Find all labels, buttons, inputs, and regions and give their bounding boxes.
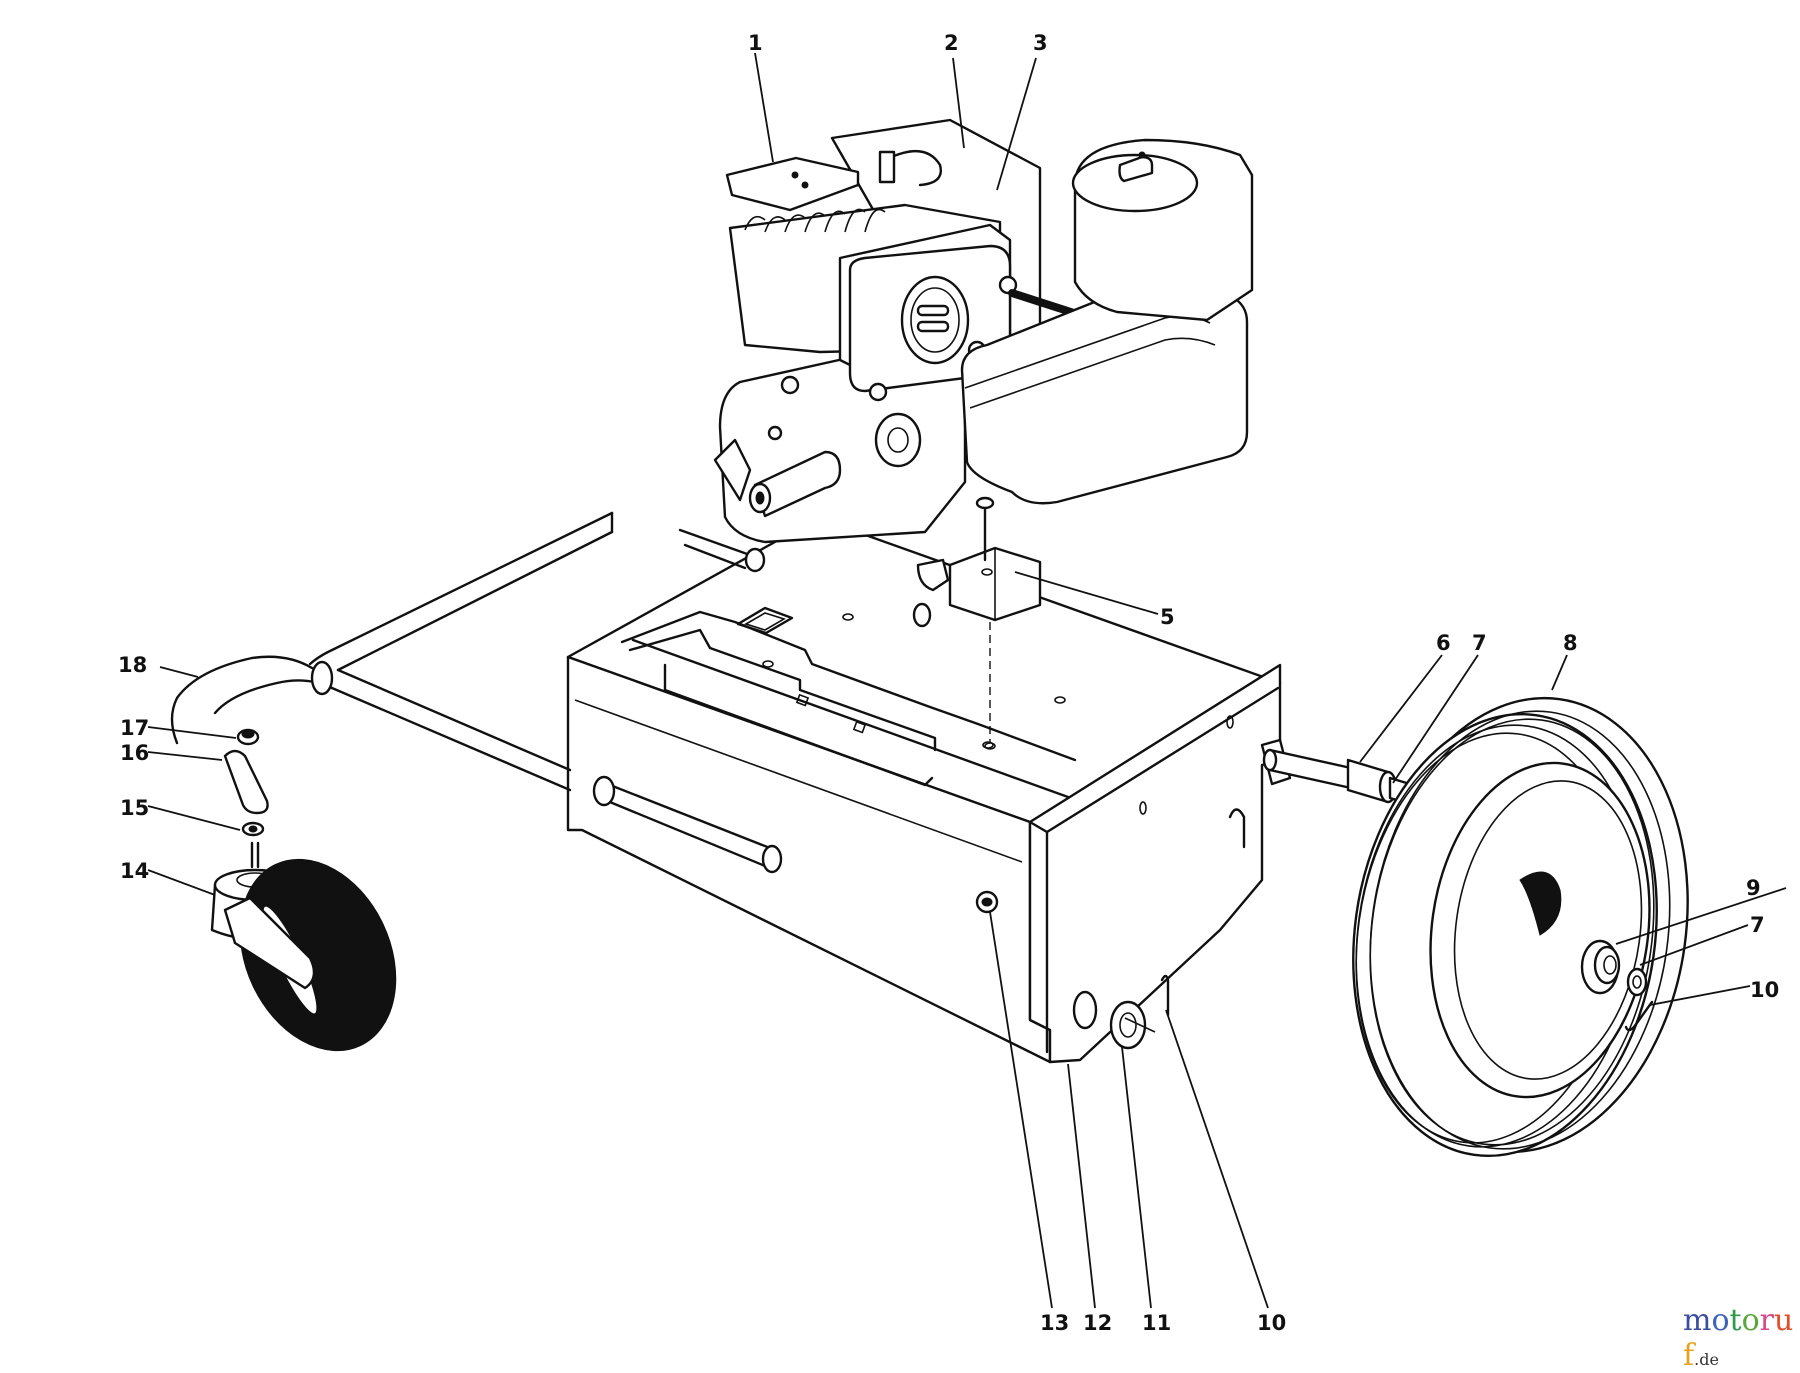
motoruf-watermark: motoru f.de <box>1683 1303 1800 1373</box>
callout-10-wheel: 10 <box>1750 978 1779 1002</box>
callout-15: 15 <box>120 796 149 820</box>
watermark-letter: r <box>1759 1303 1774 1338</box>
caster-part <box>210 728 397 1052</box>
callout-14: 14 <box>120 859 149 883</box>
watermark-letter: f <box>1683 1338 1695 1373</box>
callout-labels: 1 2 3 5 6 7 8 9 7 10 18 17 16 15 14 13 1… <box>118 31 1779 1335</box>
callout-9: 9 <box>1746 876 1761 900</box>
callout-16: 16 <box>120 741 149 765</box>
callout-8: 8 <box>1563 631 1578 655</box>
callout-13: 13 <box>1040 1311 1069 1335</box>
callout-7-outer: 7 <box>1750 913 1765 937</box>
callout-2: 2 <box>944 31 959 55</box>
tow-bar-part <box>170 511 614 792</box>
callout-11: 11 <box>1142 1311 1171 1335</box>
small-hardware <box>975 890 1170 1050</box>
callout-17: 17 <box>120 716 149 740</box>
callout-7-axle: 7 <box>1472 631 1487 655</box>
wheel-part <box>1352 696 1689 1158</box>
callout-1: 1 <box>748 31 763 55</box>
watermark-letter: t <box>1729 1303 1742 1338</box>
leader-lines <box>147 52 1787 1309</box>
engine-part <box>678 118 1254 750</box>
watermark-letter: m <box>1683 1303 1712 1338</box>
callout-12: 12 <box>1083 1311 1112 1335</box>
callout-10-frame: 10 <box>1257 1311 1286 1335</box>
callout-5: 5 <box>1160 605 1175 629</box>
callout-18: 18 <box>118 653 147 677</box>
watermark-tld: .de <box>1694 1350 1719 1369</box>
callout-6: 6 <box>1436 631 1451 655</box>
watermark-letter: o <box>1741 1303 1760 1338</box>
watermark-letter: o <box>1711 1303 1730 1338</box>
frame-part <box>566 516 1282 1064</box>
callout-3: 3 <box>1033 31 1048 55</box>
watermark-letter: u <box>1773 1303 1794 1338</box>
